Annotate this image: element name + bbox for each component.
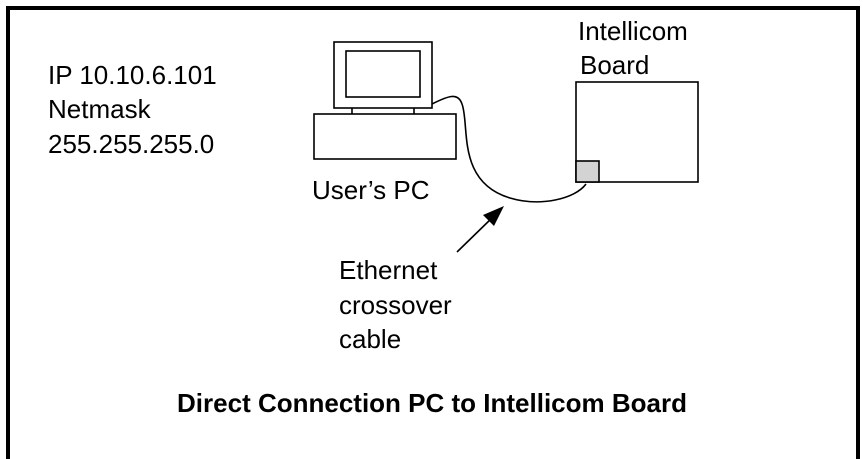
ethernet-cable xyxy=(431,95,587,203)
ip-address-label: IP 10.10.6.101 xyxy=(48,60,217,90)
board-label-line1: Intellicom xyxy=(578,16,688,46)
board-label-line2: Board xyxy=(580,50,649,80)
pc-monitor-icon xyxy=(333,41,433,109)
pc-label: User’s PC xyxy=(312,175,430,205)
diagram-frame xyxy=(6,6,860,459)
cable-label-line2: crossover xyxy=(339,290,452,320)
cable-pointer-arrow xyxy=(456,206,504,253)
cable-label-line1: Ethernet xyxy=(339,255,438,285)
pc-screen-icon xyxy=(345,50,421,98)
board-icon xyxy=(575,81,699,183)
board-outline xyxy=(575,81,699,183)
diagram-caption: Direct Connection PC to Intellicom Board xyxy=(177,388,687,418)
cable-label-line3: cable xyxy=(339,324,401,354)
pc-icon xyxy=(313,41,457,160)
netmask-label: Netmask xyxy=(48,94,152,124)
board-ethernet-port xyxy=(575,160,600,183)
pc-base-icon xyxy=(313,113,457,160)
netmask-value: 255.255.255.0 xyxy=(48,129,214,159)
